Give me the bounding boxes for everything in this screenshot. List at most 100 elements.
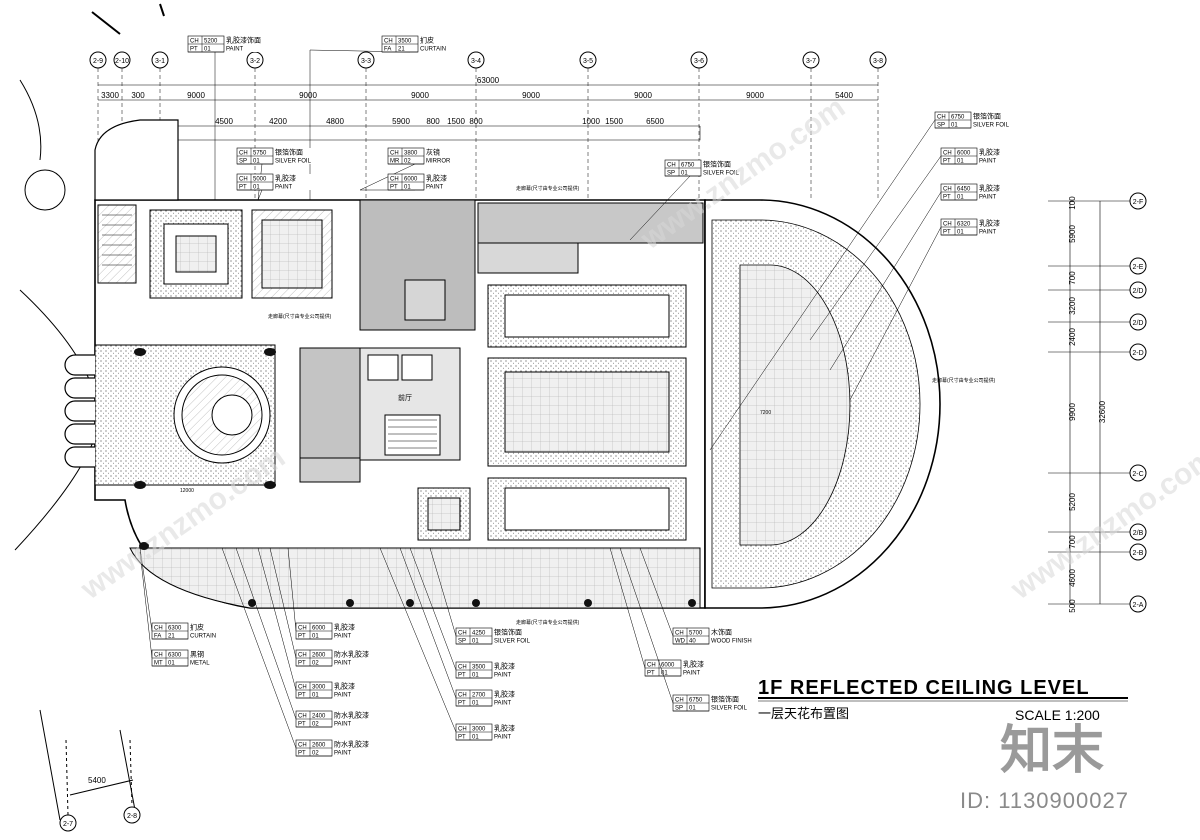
tag-number: 01 bbox=[253, 185, 260, 191]
grid-label: 2/D bbox=[1133, 320, 1144, 327]
dim-bottom: 5400 bbox=[88, 776, 106, 785]
tag-number: 02 bbox=[312, 722, 319, 728]
hall-label: 前厅 bbox=[398, 393, 412, 402]
tag-number: 02 bbox=[312, 661, 319, 667]
tag-code: CH bbox=[458, 665, 467, 671]
tag-number: 01 bbox=[661, 671, 668, 677]
tag-number: 21 bbox=[398, 47, 405, 53]
tag-finish-cn: 乳胶漆 bbox=[334, 682, 355, 691]
watermark-site-2: www.znzmo.com bbox=[1004, 441, 1200, 607]
drawing-title: 1F REFLECTED CEILING LEVEL bbox=[758, 677, 1090, 699]
tag-code: CH bbox=[154, 653, 163, 659]
tag-type: MR bbox=[390, 159, 400, 165]
tag-code: CH bbox=[458, 727, 467, 733]
leader-line bbox=[287, 547, 297, 632]
tag-code: CH bbox=[937, 115, 946, 121]
dim-row1: 9000 bbox=[634, 91, 652, 100]
grid-label: 2-C bbox=[1132, 471, 1143, 478]
tag-number: 01 bbox=[404, 185, 411, 191]
watermark-id: ID: 1130900027 bbox=[960, 788, 1129, 813]
tag-finish-en: WOOD FINISH bbox=[711, 639, 752, 645]
dim-row2: 4500 bbox=[215, 117, 233, 126]
tag-number: 01 bbox=[957, 195, 964, 201]
tag-code: CH bbox=[239, 151, 248, 157]
grid-label: 3-7 bbox=[806, 58, 816, 65]
tag-finish-en: SILVER FOIL bbox=[973, 123, 1010, 129]
tag-finish-cn: 银箔饰面 bbox=[973, 112, 1001, 121]
leader-line bbox=[269, 547, 297, 659]
grid-bubble bbox=[1129, 313, 1147, 331]
tag-type: MT bbox=[154, 661, 163, 667]
leader-line bbox=[221, 547, 297, 749]
dim-row1: 9000 bbox=[299, 91, 317, 100]
tag-height: 6000 bbox=[957, 151, 971, 157]
tag-finish-en: SILVER FOIL bbox=[275, 159, 312, 165]
tag-finish-cn: 防水乳胶漆 bbox=[334, 740, 369, 749]
building-outline bbox=[64, 119, 941, 609]
tag-height: 3500 bbox=[472, 665, 486, 671]
dim-row2: 4200 bbox=[269, 117, 287, 126]
drawing-scale: SCALE 1:200 bbox=[1015, 707, 1100, 723]
tag-type: PT bbox=[298, 661, 306, 667]
leader-line bbox=[235, 547, 297, 720]
grid-bubble bbox=[151, 51, 169, 69]
leader-line bbox=[709, 119, 936, 451]
tag-type: PT bbox=[943, 159, 951, 165]
grid-label: 3-6 bbox=[694, 58, 704, 65]
tag-finish-cn: 乳胶漆 bbox=[494, 724, 515, 733]
tag-code: CH bbox=[298, 714, 307, 720]
tag-number: 21 bbox=[168, 634, 175, 640]
tag-code: CH bbox=[675, 698, 684, 704]
tag-number: 02 bbox=[404, 159, 411, 165]
tag-finish-cn: 扪皮 bbox=[190, 623, 204, 632]
tag-code: CH bbox=[154, 626, 163, 632]
grid-bubble bbox=[869, 51, 887, 69]
plan-mark-1: 12000 bbox=[180, 488, 194, 494]
grid-bubble bbox=[1129, 343, 1147, 361]
leader-line bbox=[829, 191, 942, 371]
dim-right: 700 bbox=[1068, 535, 1077, 549]
grid-label: 2/B bbox=[1133, 530, 1144, 537]
grid-label: 3-4 bbox=[471, 58, 481, 65]
tag-number: 01 bbox=[681, 171, 688, 177]
dim-right: 100 bbox=[1068, 196, 1077, 210]
tag-type: PT bbox=[943, 195, 951, 201]
dim-right: 4600 bbox=[1068, 569, 1077, 587]
tag-height: 6000 bbox=[404, 177, 418, 183]
tag-number: 40 bbox=[689, 639, 696, 645]
leader-line bbox=[257, 189, 263, 201]
grid-label: 2-10 bbox=[115, 58, 129, 65]
tag-finish-cn: 银箔饰面 bbox=[494, 628, 522, 637]
leader-line bbox=[359, 163, 416, 191]
tag-finish-cn: 灰镜 bbox=[426, 148, 440, 157]
grid-bubble bbox=[1129, 543, 1147, 561]
tag-code: CH bbox=[943, 222, 952, 228]
tag-height: 6300 bbox=[168, 626, 182, 632]
dim-right: 500 bbox=[1068, 599, 1077, 613]
tag-height: 6750 bbox=[951, 115, 965, 121]
tag-code: CH bbox=[458, 693, 467, 699]
tag-finish-cn: 乳胶漆 bbox=[275, 174, 296, 183]
grid-2-7: 2-7 bbox=[63, 821, 73, 828]
tag-finish-en: PAINT bbox=[683, 671, 701, 677]
north-arrow bbox=[91, 3, 165, 35]
tag-type: FA bbox=[154, 634, 161, 640]
grid-label: 3-2 bbox=[250, 58, 260, 65]
tag-finish-en: PAINT bbox=[334, 722, 352, 728]
tag-finish-cn: 乳胶漆饰面 bbox=[226, 36, 261, 45]
tag-finish-en: SILVER FOIL bbox=[494, 639, 531, 645]
tag-number: 01 bbox=[951, 123, 958, 129]
dim-right: 5900 bbox=[1068, 225, 1077, 243]
dim-overall: 63000 bbox=[477, 76, 500, 85]
tag-number: 01 bbox=[253, 159, 260, 165]
tag-height: 6750 bbox=[689, 698, 703, 704]
